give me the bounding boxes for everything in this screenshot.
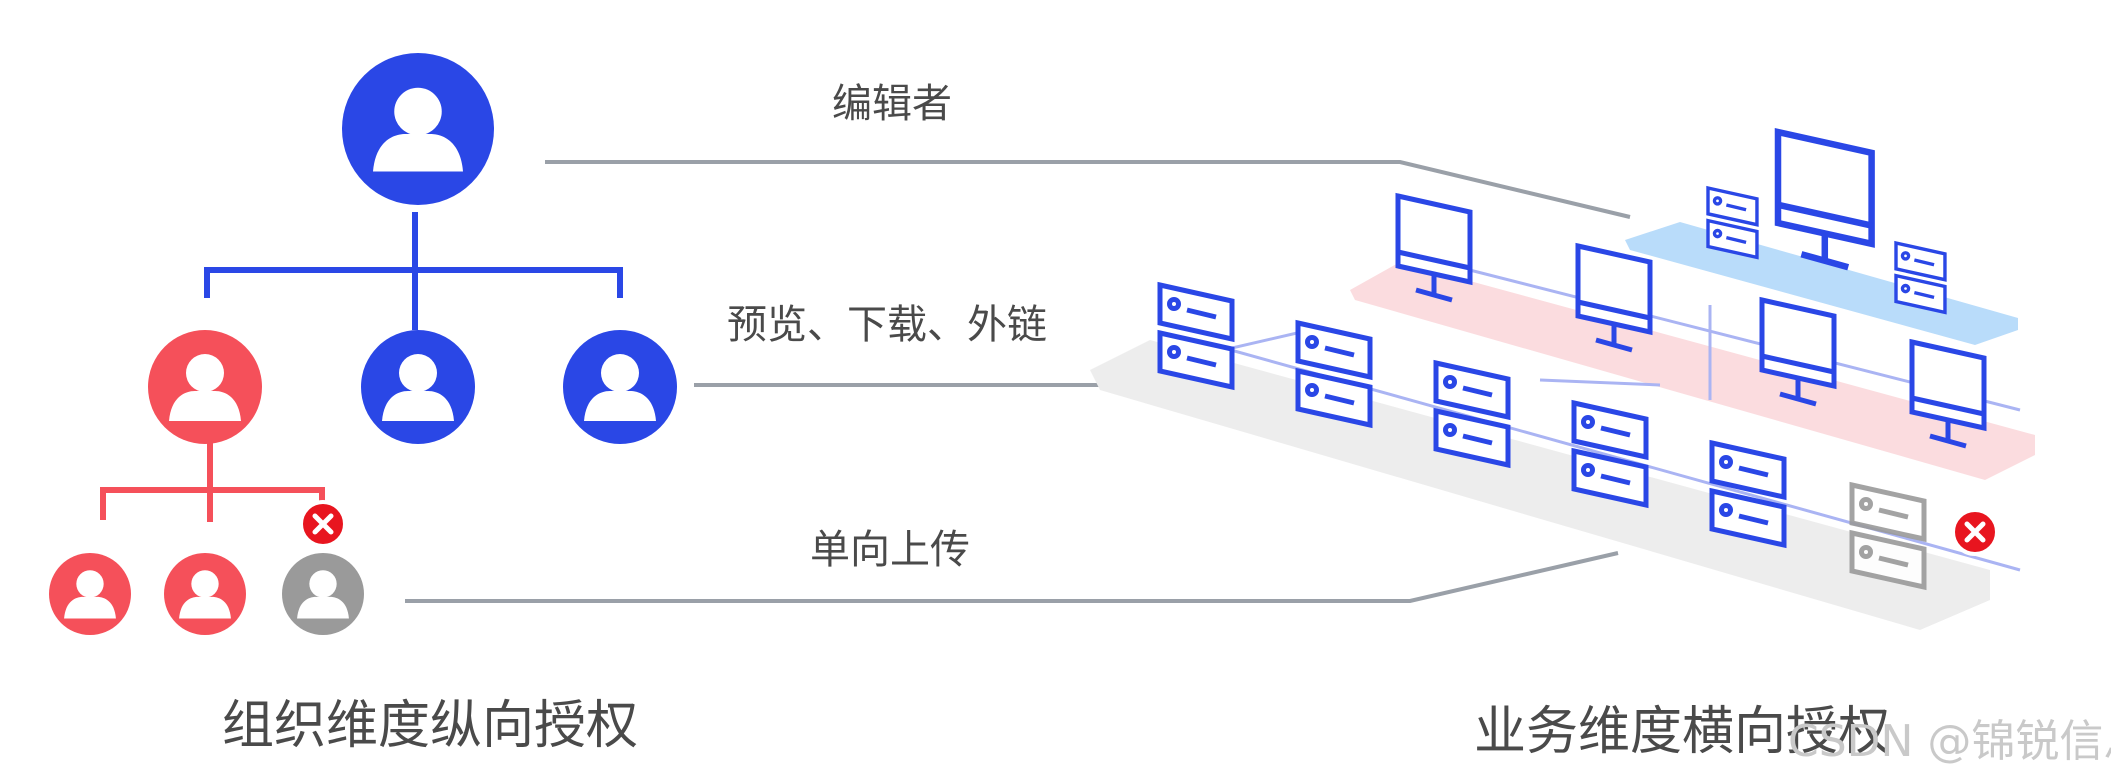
- server-icon: [1436, 363, 1508, 465]
- sub-red-avatar: [164, 553, 246, 635]
- tree-connectors-blue: [204, 212, 623, 330]
- deny-icon: [301, 502, 345, 546]
- member-blue-avatar: [563, 330, 677, 444]
- root-user-avatar: [342, 53, 494, 205]
- sub-red-avatar: [49, 553, 131, 635]
- tier-top: [1625, 222, 2018, 345]
- tier-middle: [1350, 262, 2035, 480]
- editor-connector: [545, 160, 1631, 219]
- server-icon: [1706, 186, 1759, 260]
- permission-connectors: [405, 160, 1631, 603]
- left-caption: 组织维度纵向授权: [222, 696, 639, 756]
- server-icon: [1894, 241, 1947, 315]
- permission-label-upload: 单向上传: [810, 527, 970, 573]
- server-gray-icon: [1849, 481, 1927, 591]
- server-icon: [1298, 323, 1370, 425]
- watermark: CSDN @锦锐信息: [1788, 716, 2111, 767]
- sub-gray-avatar: [282, 553, 364, 635]
- server-icon: [1574, 403, 1646, 505]
- business-tiers: [1090, 132, 2035, 630]
- upload-connector: [405, 551, 1619, 603]
- org-tree: [49, 53, 677, 635]
- deny-icon: [1953, 510, 1997, 554]
- member-red-avatar: [148, 330, 262, 444]
- permission-label-preview: 预览、下载、外链: [727, 302, 1047, 348]
- monitor-icon: [1778, 132, 1872, 267]
- server-icon: [1160, 285, 1232, 387]
- right-caption: 业务维度横向授权: [1474, 702, 1891, 762]
- tree-connectors-red: [100, 440, 325, 522]
- permission-label-editor: 编辑者: [832, 81, 952, 127]
- member-blue-avatar: [361, 330, 475, 444]
